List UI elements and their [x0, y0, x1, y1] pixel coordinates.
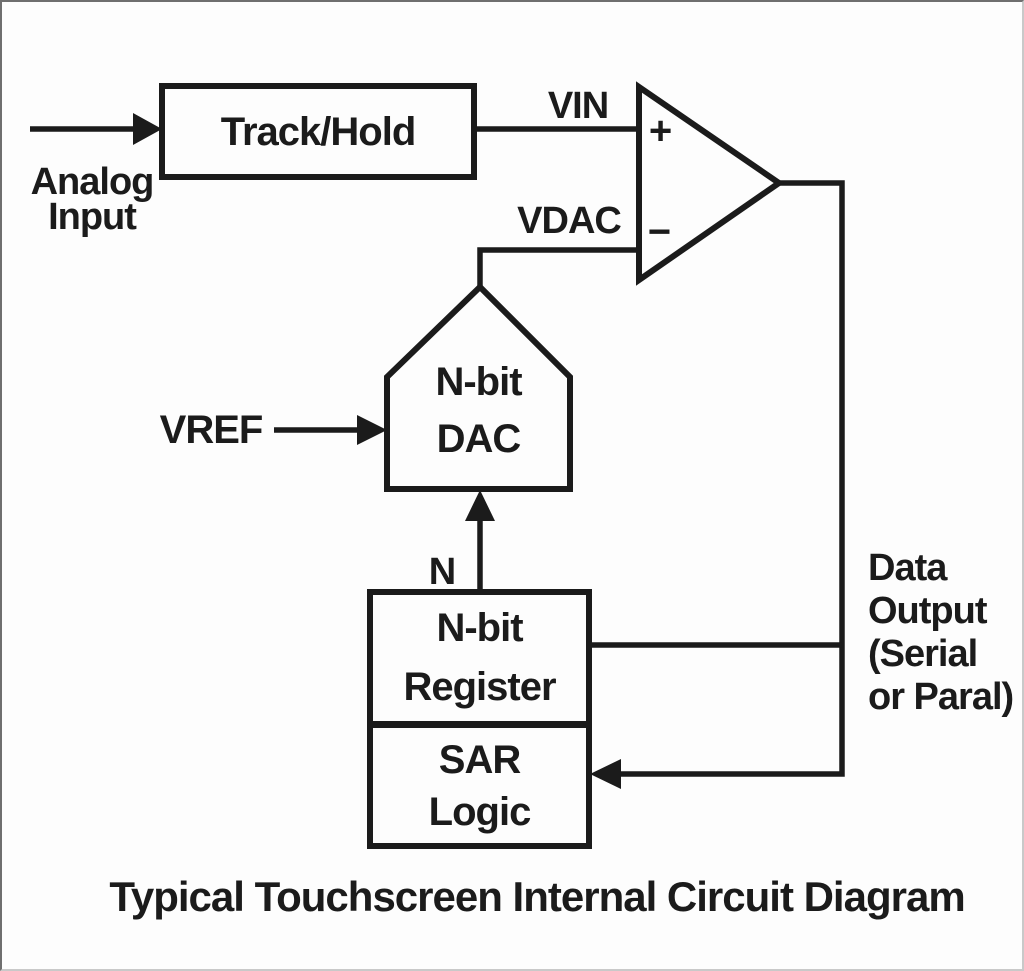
analog-input-label-line1: Analog — [30, 161, 155, 203]
analog-input-label: Analog Input — [17, 161, 167, 238]
track-hold-label-text: Track/Hold — [220, 109, 417, 154]
n-bus-label: N — [428, 551, 456, 593]
comparator-triangle — [636, 81, 785, 286]
register-label-line2: Register — [403, 665, 556, 709]
n-bus-arrowhead-icon — [465, 490, 495, 521]
vdac-label: VDAC — [517, 200, 622, 242]
comparator-minus-sign: − — [647, 210, 671, 254]
register-label-line1: N-bit — [436, 606, 523, 650]
dac-label-line2: DAC — [436, 416, 522, 461]
register-label: N-bit Register — [370, 594, 589, 722]
track-hold-label: Track/Hold — [162, 86, 474, 177]
vin-label: VIN — [547, 85, 609, 127]
feedback-wire — [620, 180, 845, 777]
track-hold-box — [159, 83, 477, 180]
dac-pentagon — [384, 282, 573, 492]
data-output-label-line3: (Serial — [868, 633, 978, 675]
analog-input-label-line2: Input — [48, 196, 137, 238]
dac-label: N-bit DAC — [387, 353, 570, 468]
sar-logic-box — [367, 722, 592, 849]
data-output-label-line4: or Paral) — [868, 676, 1014, 718]
sar-logic-label-line1: SAR — [438, 737, 521, 782]
analog-input-arrowhead-icon — [133, 113, 162, 145]
data-output-label-line2: Output — [868, 590, 988, 632]
diagram-caption: Typical Touchscreen Internal Circuit Dia… — [109, 873, 965, 920]
dac-label-line1: N-bit — [435, 359, 522, 404]
sar-feedback-arrowhead-icon — [590, 759, 621, 789]
comparator-plus-sign: + — [648, 109, 672, 153]
sar-logic-label-line2: Logic — [428, 789, 532, 834]
sar-logic-label: SAR Logic — [370, 728, 589, 843]
vref-arrowhead-icon — [357, 415, 387, 445]
vdac-wire — [477, 247, 639, 289]
vref-label: VREF — [159, 408, 264, 452]
data-output-label: Data Output (Serial or Paral) — [868, 547, 1014, 719]
data-output-label-line1: Data — [868, 547, 947, 589]
